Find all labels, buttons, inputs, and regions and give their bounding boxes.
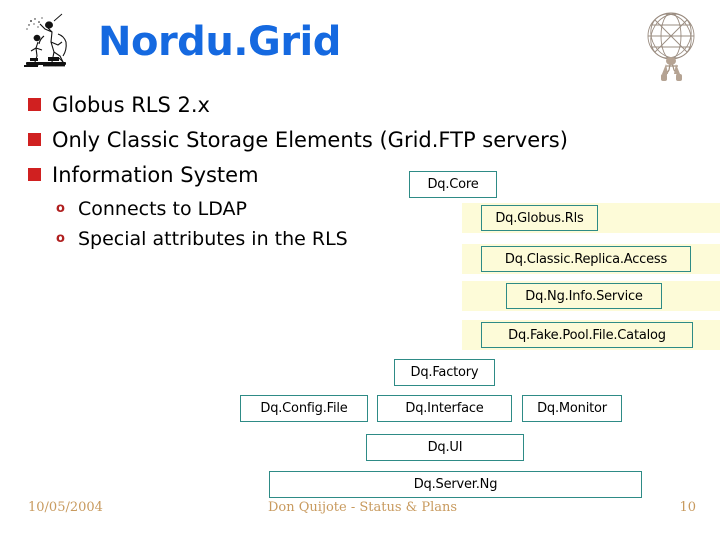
sub-bullet-item-rls-attributes: o Special attributes in the RLS: [28, 225, 668, 253]
highlight-band-dqglobusrls: [462, 203, 720, 233]
sub-bullet-item-ldap: o Connects to LDAP: [28, 195, 668, 223]
bullet-item-storage-elements: Only Classic Storage Elements (Grid.FTP …: [28, 125, 668, 156]
slide-footer: 10/05/2004 Don Quijote - Status & Plans …: [0, 498, 720, 528]
sub-bullet-label: Connects to LDAP: [78, 198, 247, 220]
highlight-band-dqclassicreplicaaccess: [462, 244, 720, 274]
diagram-box-dqnginfoservice[interactable]: Dq.Ng.Info.Service: [506, 283, 662, 309]
bullet-list: Globus RLS 2.x Only Classic Storage Elem…: [28, 90, 668, 255]
diagram-box-dqfactory[interactable]: Dq.Factory: [394, 359, 495, 386]
bullet-label: Globus RLS 2.x: [52, 93, 210, 117]
page-title: Nordu.Grid: [98, 19, 341, 65]
bullet-label: Information System: [52, 163, 259, 187]
highlight-band-dqnginfoservice: [462, 281, 720, 311]
highlight-band-dqfakepoolfilecatalog: [462, 320, 720, 350]
bullet-square-icon: [28, 125, 52, 156]
diagram-box-dqcore[interactable]: Dq.Core: [409, 171, 497, 198]
footer-title: Don Quijote - Status & Plans: [268, 500, 458, 515]
bullet-circle-icon: o: [56, 231, 65, 246]
diagram-box-dqconfigfile[interactable]: Dq.Config.File: [240, 395, 368, 422]
sub-bullet-label: Special attributes in the RLS: [78, 228, 348, 250]
don-quijote-sketch-icon: [18, 12, 74, 70]
footer-date: 10/05/2004: [28, 500, 103, 515]
diagram-box-dqglobusrls[interactable]: Dq.Globus.Rls: [481, 205, 598, 231]
bullet-item-information-system: Information System: [28, 160, 668, 191]
grid-globe-icon: [636, 8, 706, 84]
diagram-box-dqinterface[interactable]: Dq.Interface: [377, 395, 512, 422]
diagram-box-dqmonitor[interactable]: Dq.Monitor: [522, 395, 622, 422]
diagram-box-dqclassicreplicaaccess[interactable]: Dq.Classic.Replica.Access: [481, 246, 691, 272]
slide-header: Nordu.Grid: [0, 0, 720, 88]
bullet-square-icon: [28, 160, 52, 191]
bullet-square-icon: [28, 90, 52, 121]
bullet-circle-icon: o: [56, 201, 65, 216]
diagram-box-dqserverng[interactable]: Dq.Server.Ng: [269, 471, 642, 498]
bullet-item-globus-rls: Globus RLS 2.x: [28, 90, 668, 121]
diagram-box-dqfakepoolfilecatalog[interactable]: Dq.Fake.Pool.File.Catalog: [481, 322, 693, 348]
diagram-box-dqui[interactable]: Dq.UI: [366, 434, 524, 461]
footer-page-number: 10: [679, 500, 696, 515]
bullet-label: Only Classic Storage Elements (Grid.FTP …: [52, 128, 568, 152]
